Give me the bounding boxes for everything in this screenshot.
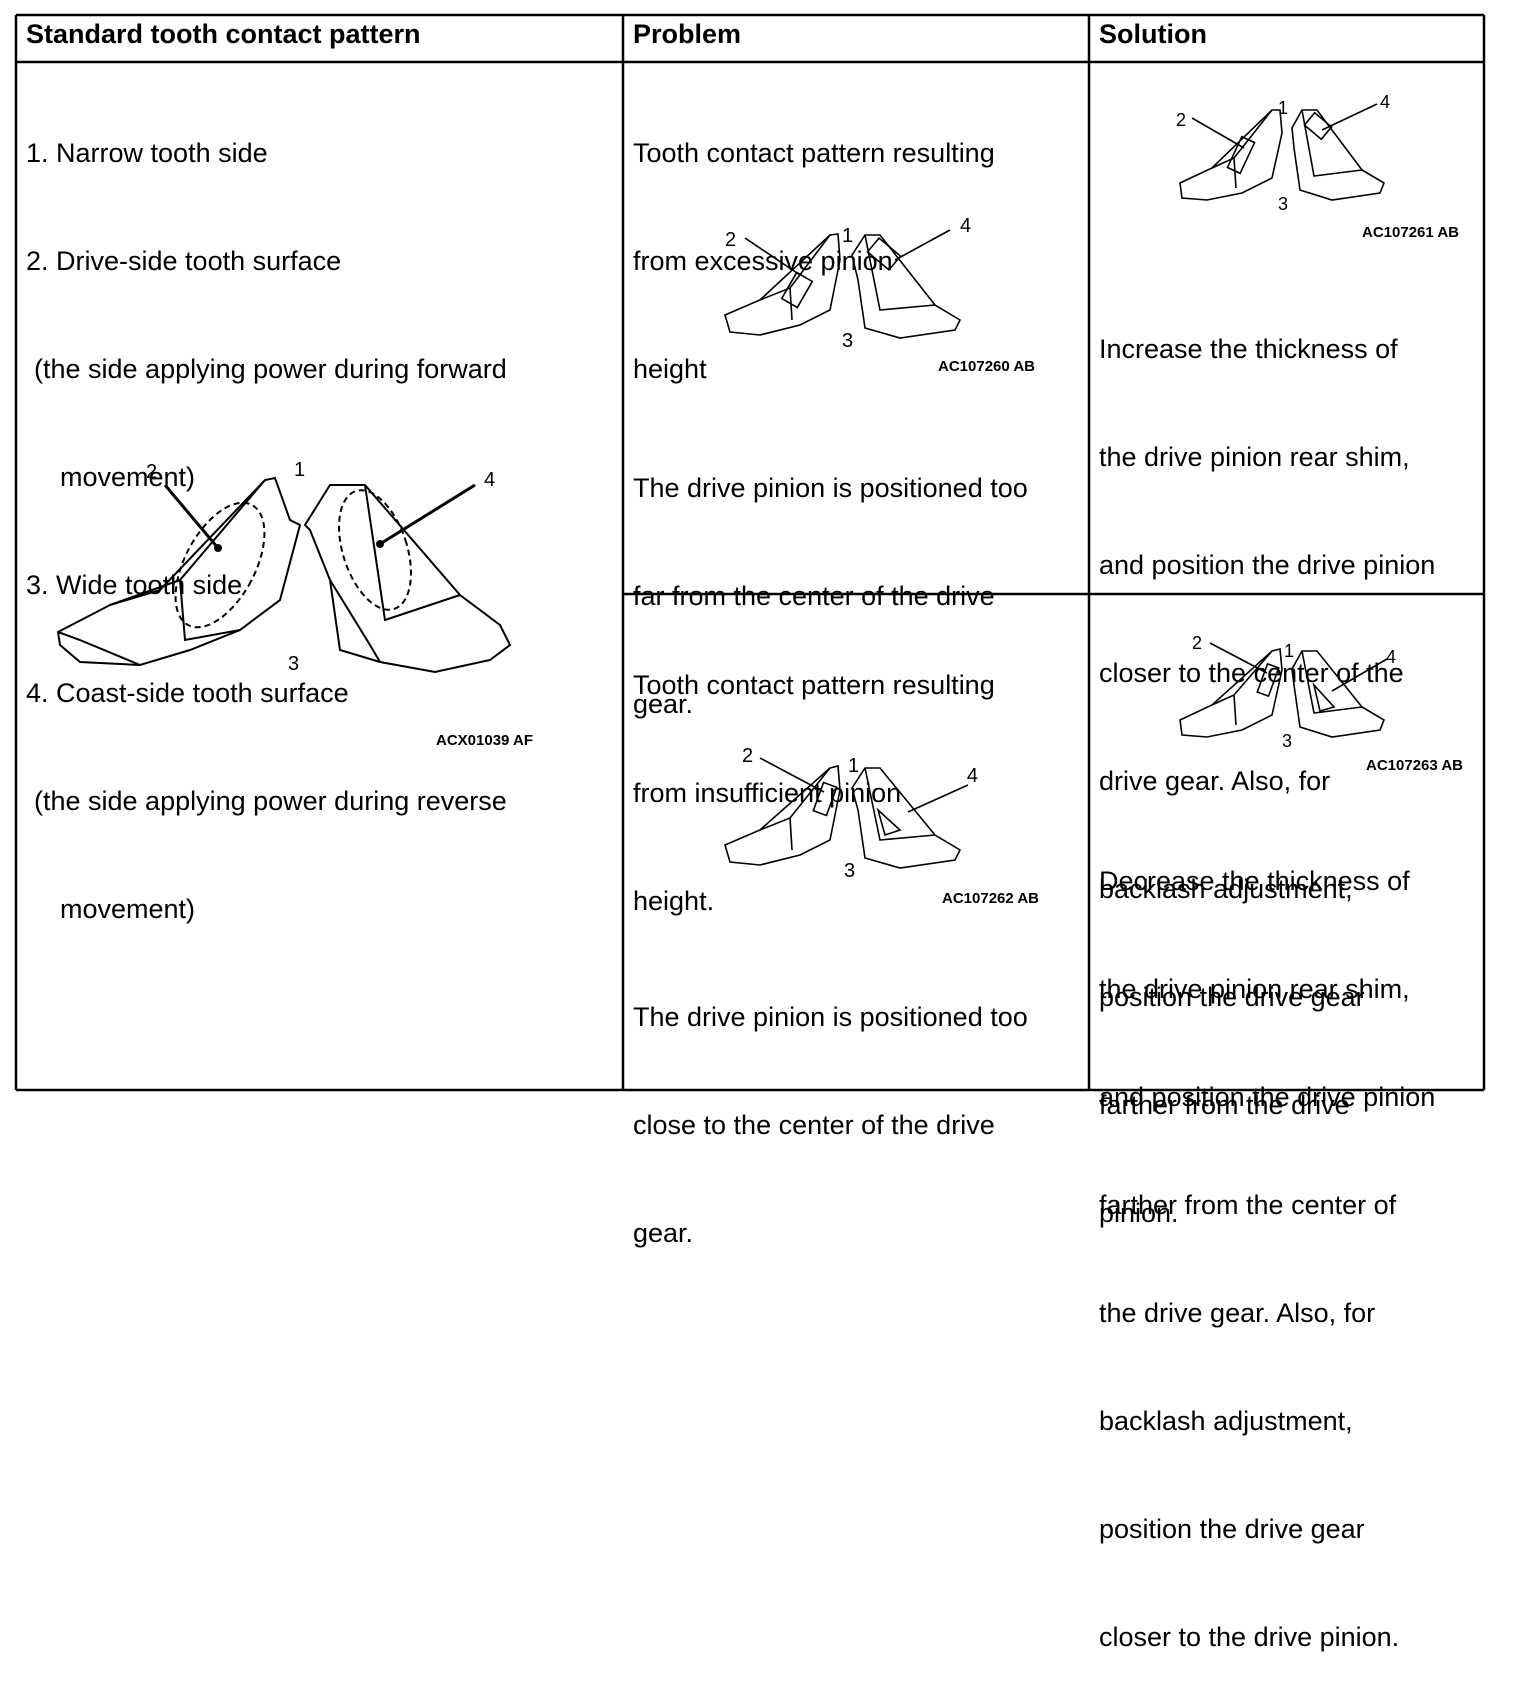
legend-line: 1. Narrow tooth side bbox=[26, 138, 268, 168]
solution-line: closer to the center of the bbox=[1099, 658, 1404, 688]
solution-line: backlash adjustment, bbox=[1099, 874, 1353, 904]
solution-line: and position the drive pinion bbox=[1099, 550, 1436, 580]
svg-text:2: 2 bbox=[1176, 110, 1186, 130]
solution-line: Decrease the thickness of bbox=[1099, 866, 1410, 896]
problem-figure-insufficient: 2 1 4 3 bbox=[724, 745, 978, 882]
figure-code: AC107262 AB bbox=[942, 890, 1039, 907]
problem-desc-line: close to the center of the drive bbox=[633, 1110, 995, 1140]
solution-figure-increase: 2 1 4 3 bbox=[1176, 92, 1390, 214]
problem-desc-line: far from the center of the drive bbox=[633, 581, 995, 611]
problem-description: The drive pinion is positioned too far f… bbox=[633, 398, 1028, 758]
svg-text:1: 1 bbox=[1284, 641, 1294, 661]
header-standard: Standard tooth contact pattern bbox=[26, 19, 421, 49]
standard-tooth-figure: 2 1 4 3 bbox=[56, 459, 512, 675]
figure-code: AC107263 AB bbox=[1366, 757, 1463, 774]
svg-text:4: 4 bbox=[1380, 92, 1390, 112]
svg-text:1: 1 bbox=[842, 225, 853, 247]
problem-desc-line: The drive pinion is positioned too bbox=[633, 1002, 1028, 1032]
solution-line: closer to the drive pinion. bbox=[1099, 1622, 1400, 1652]
svg-text:2: 2 bbox=[742, 745, 753, 767]
svg-text:4: 4 bbox=[967, 765, 978, 787]
solution-line: position the drive gear bbox=[1099, 1514, 1365, 1544]
svg-text:1: 1 bbox=[848, 755, 859, 777]
callout-2: 2 bbox=[146, 461, 157, 483]
svg-text:2: 2 bbox=[725, 229, 736, 251]
svg-text:3: 3 bbox=[1282, 731, 1292, 751]
svg-text:3: 3 bbox=[844, 860, 855, 882]
problem-desc-line: gear. bbox=[633, 1218, 694, 1248]
solution-line: the drive pinion rear shim, bbox=[1099, 442, 1410, 472]
figure-code: AC107261 AB bbox=[1362, 224, 1459, 241]
problem-description: The drive pinion is positioned too close… bbox=[633, 927, 1028, 1287]
legend-line: (the side applying power during reverse bbox=[34, 786, 507, 816]
header-problem: Problem bbox=[633, 19, 742, 49]
problem-title-line: Tooth contact pattern resulting bbox=[633, 138, 995, 168]
problem-title-line: Tooth contact pattern resulting bbox=[633, 670, 995, 700]
solution-text: Decrease the thickness of the drive pini… bbox=[1099, 791, 1435, 1691]
problem-figure-excessive: 2 1 4 3 bbox=[724, 215, 971, 352]
problem-title-line: height bbox=[633, 354, 707, 384]
legend-line: 4. Coast-side tooth surface bbox=[26, 678, 349, 708]
legend-line: movement) bbox=[60, 894, 196, 924]
solution-line: and position the drive pinion bbox=[1099, 1082, 1436, 1112]
standard-legend: 1. Narrow tooth side 2. Drive-side tooth… bbox=[26, 63, 507, 963]
legend-line: movement) bbox=[60, 462, 196, 492]
callout-1: 1 bbox=[294, 459, 305, 481]
problem-title: Tooth contact pattern resulting from exc… bbox=[633, 63, 995, 423]
svg-text:3: 3 bbox=[1278, 194, 1288, 214]
solution-line: the drive pinion rear shim, bbox=[1099, 974, 1410, 1004]
problem-desc-line: The drive pinion is positioned too bbox=[633, 473, 1028, 503]
callout-3: 3 bbox=[288, 653, 299, 675]
legend-line: (the side applying power during forward bbox=[34, 354, 507, 384]
solution-line: the drive gear. Also, for bbox=[1099, 1298, 1376, 1328]
solution-line: Increase the thickness of bbox=[1099, 334, 1398, 364]
callout-4: 4 bbox=[484, 469, 495, 491]
problem-title-line: height. bbox=[633, 886, 715, 916]
problem-desc-line: gear. bbox=[633, 689, 694, 719]
figure-code: ACX01039 AF bbox=[436, 732, 533, 749]
svg-text:4: 4 bbox=[1386, 647, 1396, 667]
legend-line: 3. Wide tooth side bbox=[26, 570, 243, 600]
svg-text:1: 1 bbox=[1278, 98, 1288, 118]
legend-line: 2. Drive-side tooth surface bbox=[26, 246, 342, 276]
figure-code: AC107260 AB bbox=[938, 358, 1035, 375]
header-solution: Solution bbox=[1099, 19, 1207, 49]
solution-figure-decrease: 2 1 4 3 bbox=[1179, 633, 1396, 751]
solution-line: backlash adjustment, bbox=[1099, 1406, 1353, 1436]
solution-line: drive gear. Also, for bbox=[1099, 766, 1331, 796]
solution-line: farther from the center of bbox=[1099, 1190, 1397, 1220]
solution-line: position the drive gear bbox=[1099, 982, 1365, 1012]
svg-text:4: 4 bbox=[960, 215, 971, 237]
problem-title: Tooth contact pattern resulting from ins… bbox=[633, 595, 995, 955]
problem-title-line: from insufficient pinion bbox=[633, 778, 902, 808]
svg-text:2: 2 bbox=[1192, 633, 1202, 653]
table-grid bbox=[14, 13, 1486, 1092]
svg-text:3: 3 bbox=[842, 330, 853, 352]
